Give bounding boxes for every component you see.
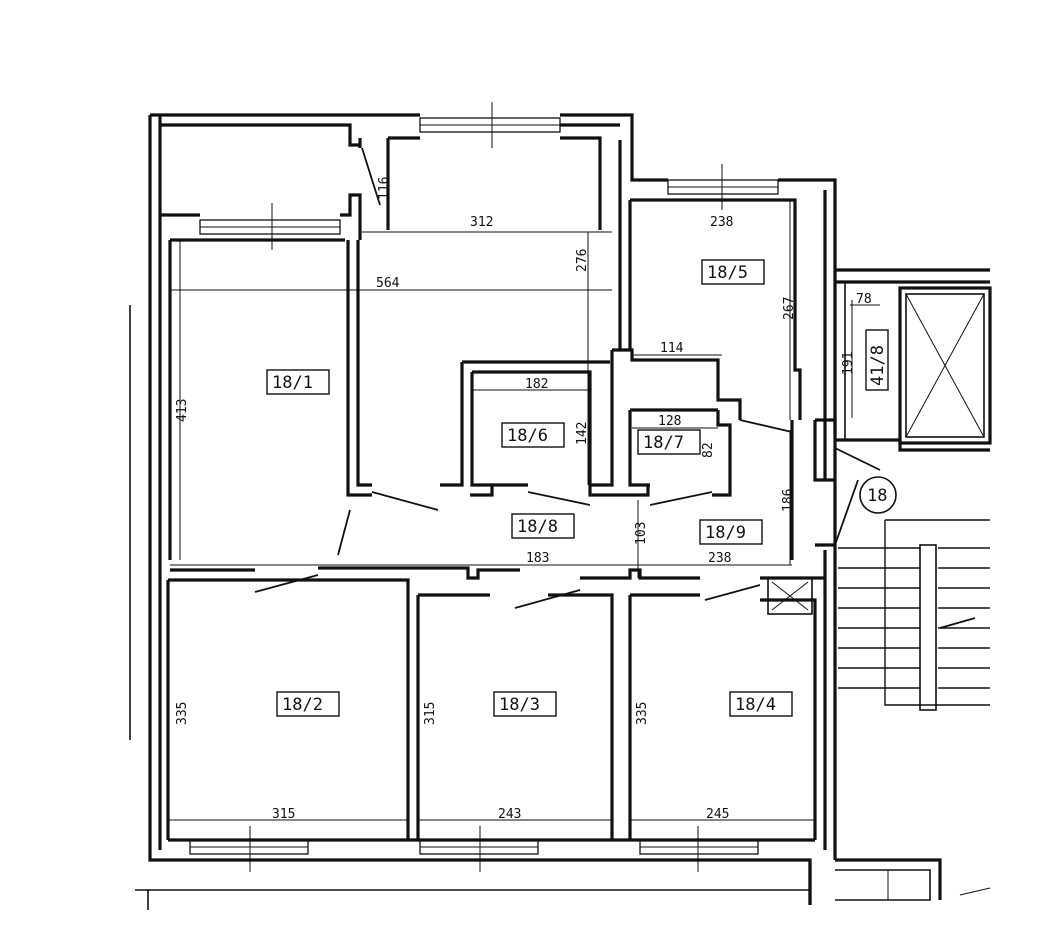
windows <box>189 102 779 872</box>
doors <box>254 147 881 609</box>
ventilation-shaft <box>767 577 813 615</box>
interior-walls <box>160 136 837 842</box>
door-entrance <box>834 447 881 471</box>
dim-564: 564 <box>376 276 400 291</box>
dim-82: 82 <box>701 442 716 458</box>
dim-238-mid: 238 <box>708 551 731 566</box>
dim-312: 312 <box>470 215 493 230</box>
shafts <box>767 268 992 615</box>
door-room-18-6 <box>527 491 591 506</box>
dim-182: 182 <box>525 377 548 392</box>
room-labels: 18/1 18/5 18/6 18/7 18/8 18/9 18/2 18/3 … <box>266 259 897 717</box>
dim-238-top: 238 <box>710 215 733 230</box>
dim-128: 128 <box>658 414 681 429</box>
room-label-41-8: 41/8 <box>868 345 888 386</box>
room-label-18-7: 18/7 <box>643 433 684 453</box>
door-room-18-7 <box>649 491 713 506</box>
door-room-18-3 <box>514 589 581 609</box>
dim-243: 243 <box>498 807 521 822</box>
dim-103: 103 <box>634 522 649 545</box>
elevator-shaft <box>898 286 992 445</box>
stair-handrail <box>919 544 937 711</box>
dimension-lines <box>168 199 880 821</box>
dim-78: 78 <box>856 292 872 307</box>
dim-315-bottom: 315 <box>272 807 295 822</box>
door-room-18-2 <box>254 574 319 593</box>
dim-116: 116 <box>377 177 392 200</box>
dim-245: 245 <box>706 807 729 822</box>
door-big-room <box>371 491 439 511</box>
dim-142: 142 <box>575 422 590 445</box>
dim-335-right: 335 <box>635 702 650 725</box>
dim-315-mid: 315 <box>423 702 438 725</box>
room-label-18-3: 18/3 <box>499 695 540 715</box>
staircase <box>835 519 991 901</box>
room-label-18-6: 18/6 <box>507 426 548 446</box>
door-room-18-5 <box>739 419 793 433</box>
dim-183: 183 <box>526 551 549 566</box>
dim-114: 114 <box>660 341 684 356</box>
room-label-18-8: 18/8 <box>517 517 558 537</box>
unit-marker-circle <box>859 476 897 514</box>
door-room-18-4 <box>704 584 761 601</box>
room-label-18-9: 18/9 <box>705 523 746 543</box>
dim-413: 413 <box>175 399 190 422</box>
room-label-18-5: 18/5 <box>707 263 748 283</box>
room-label-18-2: 18/2 <box>282 695 323 715</box>
door-room-18-1 <box>337 509 351 556</box>
door-top-room <box>361 147 381 206</box>
dim-335-left: 335 <box>175 702 190 725</box>
room-label-18-1: 18/1 <box>272 373 313 393</box>
door-entrance-lower <box>834 479 859 546</box>
dimension-labels: 116 312 276 238 267 564 413 114 182 142 … <box>175 177 872 822</box>
dim-186: 186 <box>781 489 796 512</box>
dim-267: 267 <box>782 297 797 320</box>
dim-191: 191 <box>841 352 856 375</box>
dim-276: 276 <box>575 249 590 272</box>
room-label-18-4: 18/4 <box>735 695 776 715</box>
unit-marker-label: 18 <box>867 486 887 506</box>
